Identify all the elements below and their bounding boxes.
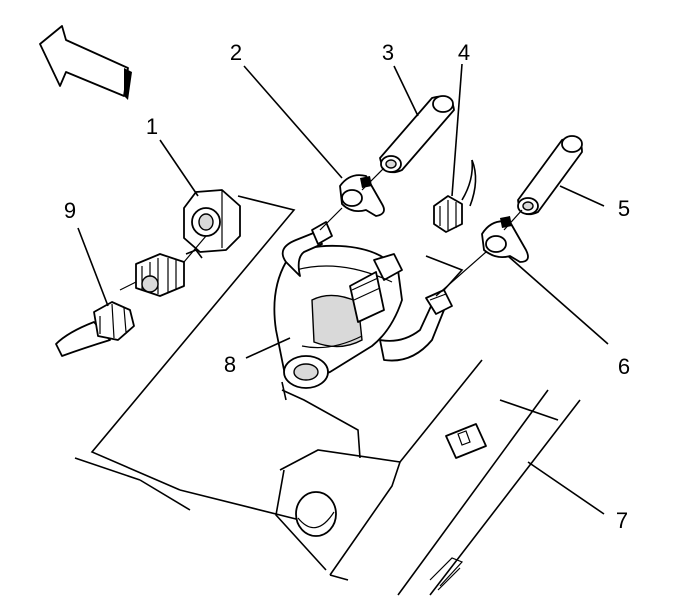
callout-9: 9 xyxy=(64,198,76,223)
hose-upper xyxy=(379,95,455,174)
callout-7: 7 xyxy=(616,508,628,533)
vacuum-fitting xyxy=(433,159,477,233)
assembly-center-lines xyxy=(119,167,523,297)
leader-5 xyxy=(559,185,605,207)
leader-3 xyxy=(393,65,419,117)
inlet-tube xyxy=(281,221,333,277)
leader-8 xyxy=(245,337,291,359)
hose-clamp-upper xyxy=(339,174,385,217)
callout-8: 8 xyxy=(224,352,236,377)
callout-4: 4 xyxy=(458,40,470,65)
callout-1: 1 xyxy=(146,114,158,139)
leader-4 xyxy=(451,63,463,197)
fuel-rail xyxy=(397,389,581,596)
leader-1 xyxy=(159,139,199,197)
fuel-line xyxy=(55,301,135,357)
leader-lines xyxy=(77,63,609,515)
leader-9 xyxy=(77,227,109,307)
leader-7 xyxy=(527,461,605,515)
callout-2: 2 xyxy=(230,40,242,65)
hose-clamp-lower xyxy=(481,216,529,263)
nut xyxy=(183,189,241,253)
leader-2 xyxy=(243,65,343,179)
hose-lower xyxy=(517,135,583,216)
callout-labels: 1 2 3 4 5 6 7 8 9 xyxy=(64,40,630,533)
threaded-fitting xyxy=(135,249,203,297)
callout-6: 6 xyxy=(618,354,630,379)
front-direction-arrow-icon xyxy=(39,25,132,100)
callout-5: 5 xyxy=(618,196,630,221)
leader-6 xyxy=(507,255,609,345)
outlet-tube xyxy=(379,289,453,362)
mounting-bracket xyxy=(74,195,483,581)
callout-3: 3 xyxy=(382,40,394,65)
fuel-pressure-regulator xyxy=(273,244,403,389)
